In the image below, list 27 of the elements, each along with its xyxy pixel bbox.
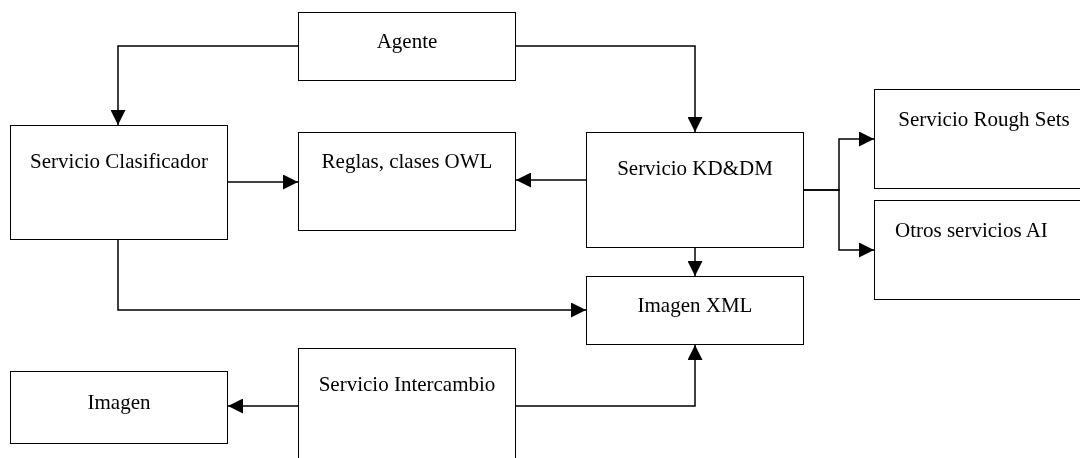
process-box — [298, 348, 516, 458]
box-label: Servicio KD&DM — [616, 155, 774, 182]
process-box — [874, 200, 1080, 300]
process-box — [586, 132, 804, 248]
box-label: Agente — [375, 28, 439, 55]
arrow — [515, 344, 703, 407]
box-label: Reglas, clases OWL — [320, 148, 494, 175]
process-box — [10, 125, 228, 240]
arrow — [687, 247, 703, 277]
arrow — [803, 189, 875, 258]
box-label: Otros servicios AI — [895, 217, 1049, 244]
box-label: Imagen — [86, 389, 152, 416]
process-box — [586, 276, 804, 345]
arrow — [227, 174, 299, 190]
arrow — [117, 239, 587, 318]
box-label: Imagen XML — [636, 292, 754, 319]
arrow — [515, 172, 587, 188]
box-label: Servicio Intercambio — [317, 371, 497, 398]
process-box — [10, 371, 228, 444]
process-box — [298, 12, 516, 81]
arrow — [110, 45, 299, 126]
arrow — [227, 398, 299, 414]
box-label: Servicio Rough Sets — [897, 106, 1071, 133]
process-box — [874, 89, 1080, 189]
process-box — [298, 132, 516, 231]
box-label: Servicio Clasificador — [29, 148, 209, 175]
arrow — [515, 45, 703, 133]
